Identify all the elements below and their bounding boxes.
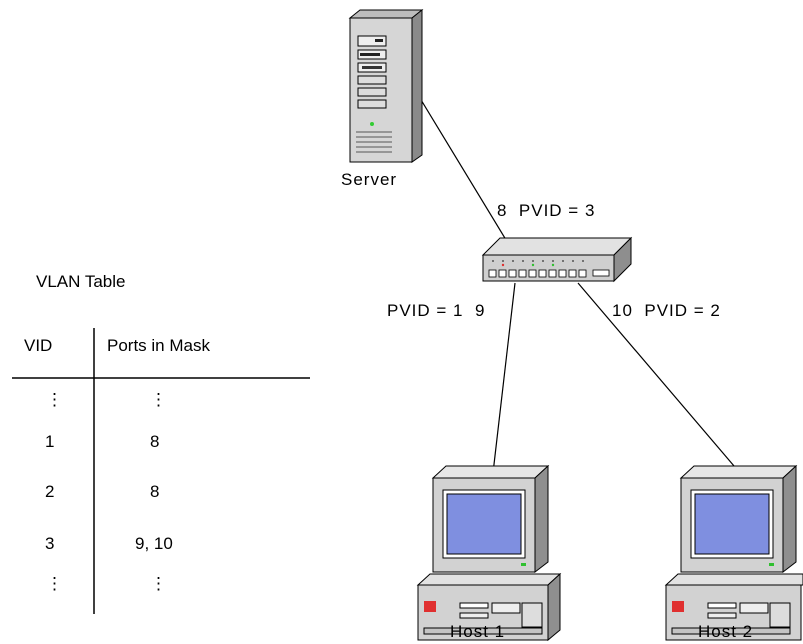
host1-computer-icon <box>416 464 562 642</box>
host2-label: Host 2 <box>698 622 754 641</box>
ports-cell: 8 <box>150 432 160 451</box>
host2-port-label: 10 PVID = 2 <box>612 301 721 320</box>
host1-port-label: PVID = 1 9 <box>387 301 486 320</box>
ports-ellipsis-top: ⋮ <box>150 390 167 409</box>
ports-cell: 9, 10 <box>135 534 173 553</box>
vid-cell: 1 <box>45 432 55 451</box>
ports-column-header: Ports in Mask <box>107 336 210 355</box>
host2-computer-icon <box>664 464 803 641</box>
host1-label: Host 1 <box>450 622 506 641</box>
server-switch-link <box>411 84 518 259</box>
switch-icon <box>481 236 633 283</box>
vlan-table-title: VLAN Table <box>36 272 126 291</box>
switch-host2-link <box>577 282 741 474</box>
vid-ellipsis-bottom: ⋮ <box>46 574 63 593</box>
ports-ellipsis-bottom: ⋮ <box>150 574 167 593</box>
vid-ellipsis-top: ⋮ <box>46 390 63 409</box>
server-port-label: 8 PVID = 3 <box>497 201 596 220</box>
switch-host1-link <box>492 282 516 474</box>
ports-cell: 8 <box>150 482 160 501</box>
server-label: Server <box>341 170 398 189</box>
vid-cell: 3 <box>45 534 55 553</box>
vid-cell: 2 <box>45 482 55 501</box>
vid-column-header: VID <box>24 336 53 355</box>
server-icon <box>348 8 424 163</box>
